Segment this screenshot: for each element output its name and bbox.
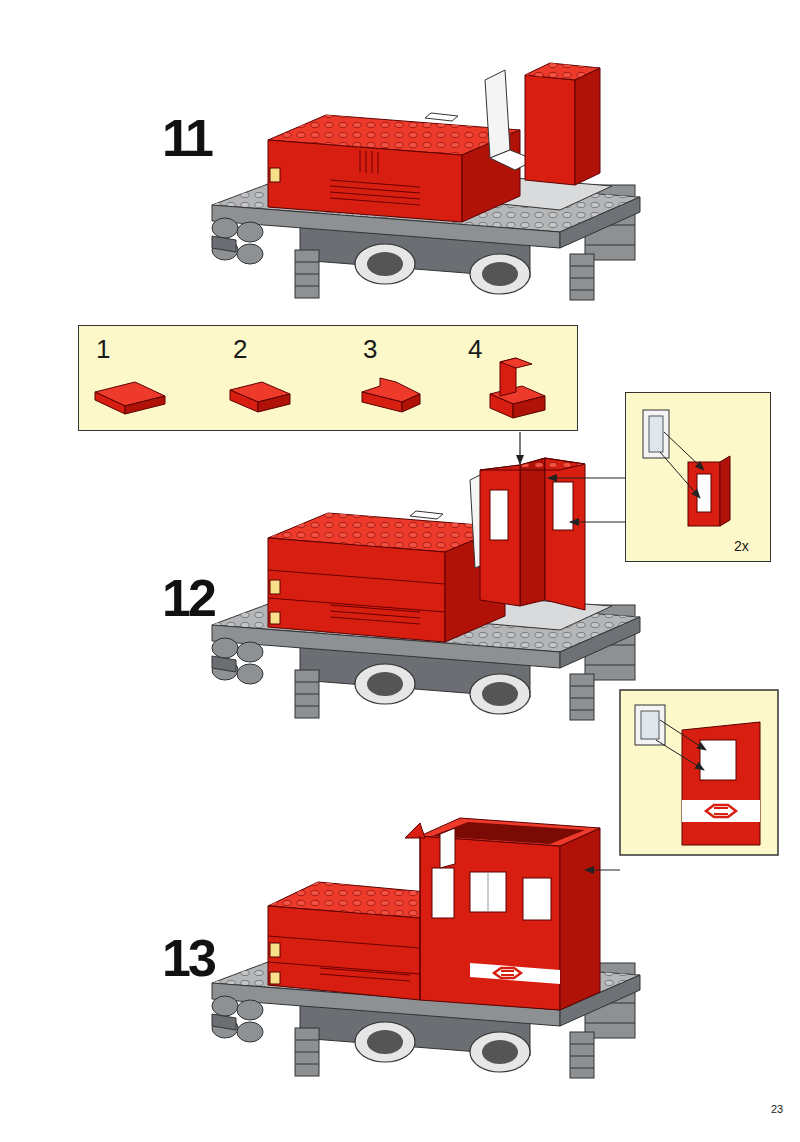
step-number: 11	[162, 112, 211, 164]
callout-number: 3	[363, 336, 377, 362]
parts-callout: 2x	[625, 392, 771, 562]
step-number: 13	[162, 932, 214, 984]
quantity-label: 2x	[734, 539, 749, 553]
step-12-model	[212, 458, 640, 720]
step-number: 12	[162, 572, 214, 624]
callout-number: 2	[233, 336, 247, 362]
callout-number: 4	[468, 336, 482, 362]
step-11-model	[212, 63, 640, 300]
parts-plates	[95, 358, 545, 418]
page-number: 23	[771, 1104, 783, 1115]
parts-door	[635, 705, 760, 845]
parts-callout: 1 2 3 4	[78, 325, 578, 431]
parts-windows	[643, 410, 730, 526]
step-13-model	[212, 818, 640, 1078]
callout-number: 1	[96, 336, 110, 362]
